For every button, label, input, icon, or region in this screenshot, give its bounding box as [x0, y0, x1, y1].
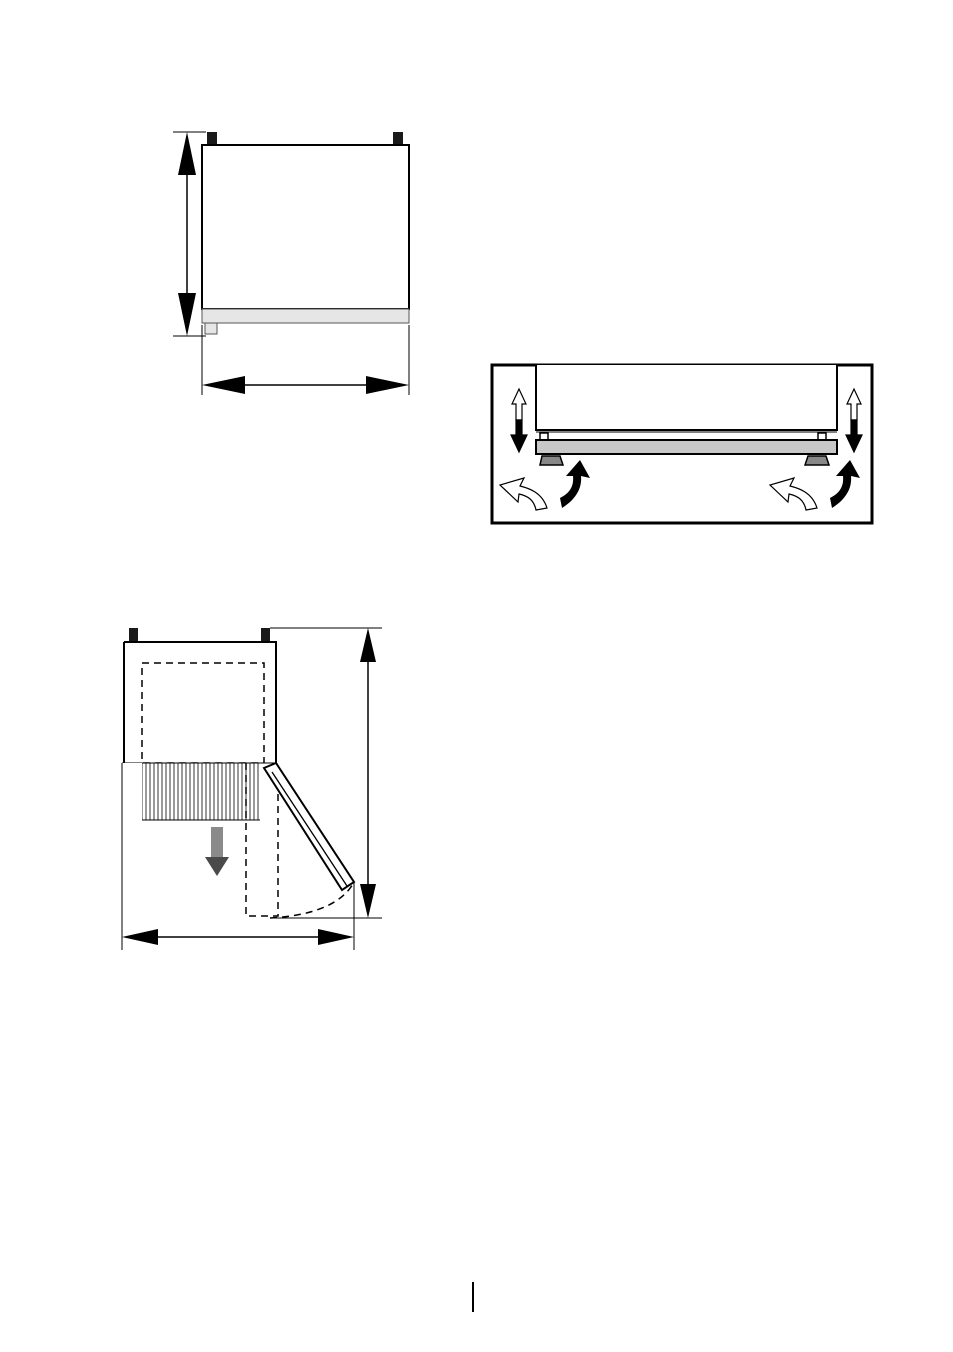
double-arrow-icon — [178, 293, 196, 336]
cabinet-body — [202, 145, 409, 309]
hinge-right — [261, 628, 270, 641]
double-arrow-icon — [178, 132, 196, 175]
hinge-left — [207, 132, 217, 144]
door-opening-diagram — [110, 620, 390, 955]
foot-stub — [205, 323, 217, 334]
double-arrow-icon — [122, 929, 158, 945]
page-marker — [472, 1282, 474, 1312]
cabinet-bottom — [536, 365, 837, 430]
hinge-left — [129, 628, 138, 641]
feet-adjustment-diagram — [490, 362, 876, 528]
double-arrow-icon — [202, 376, 245, 394]
base-plinth — [536, 440, 837, 454]
double-arrow-icon — [360, 884, 376, 918]
down-arrow-icon — [205, 827, 229, 876]
double-arrow-icon — [360, 628, 376, 662]
double-arrow-icon — [318, 929, 354, 945]
double-arrow-icon — [366, 376, 409, 394]
door-plinth — [202, 309, 409, 323]
cabinet-body — [124, 642, 276, 763]
top-view-diagram — [170, 125, 420, 405]
inner-liner — [142, 663, 264, 763]
hinge-right — [393, 132, 403, 144]
adjustable-foot-right — [805, 456, 829, 465]
adjustable-foot-left — [540, 456, 563, 465]
